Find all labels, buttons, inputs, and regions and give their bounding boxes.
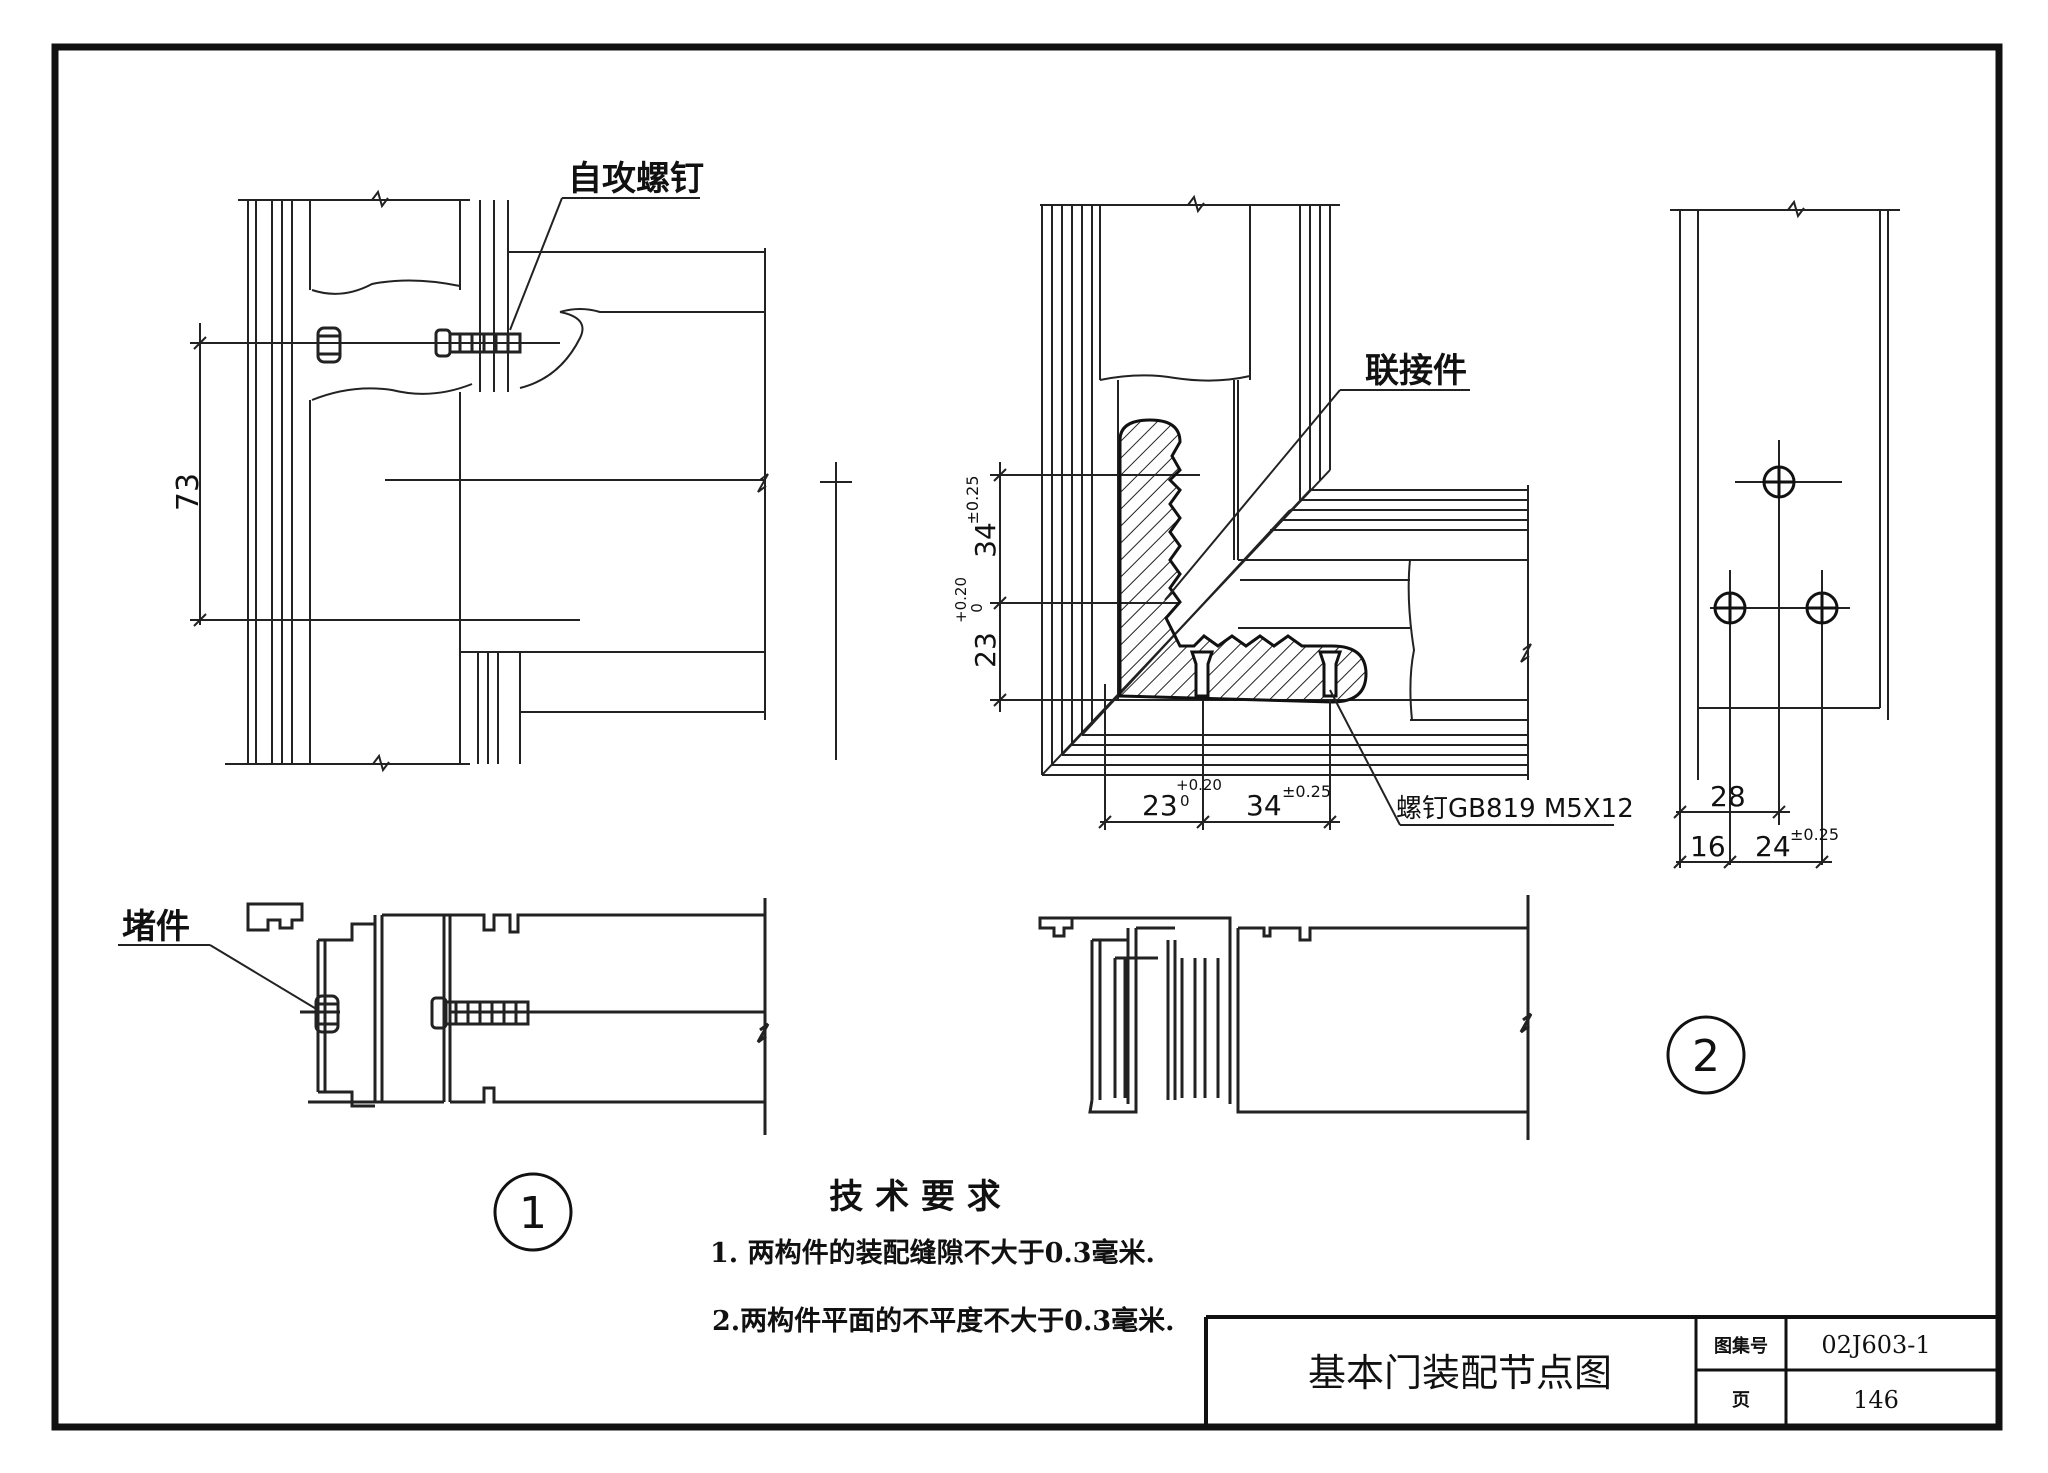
dim-lower-23-tol-zero: 0: [1180, 792, 1190, 810]
callout-connector: 联接件: [1365, 351, 1467, 391]
dim-24: 24: [1755, 830, 1791, 863]
bolt-hole-top: [1762, 465, 1796, 499]
detail-2-marker-circle: [1666, 1015, 1746, 1095]
title-block-atlas-label: 图集号: [1714, 1335, 1768, 1357]
dim-upper-23-tol-plus: +0.20: [952, 577, 970, 623]
dim-upper-23-tol-zero: 0: [968, 603, 986, 613]
callout-screw2-leader: [1329, 689, 1614, 826]
detail-1-screw: [434, 328, 522, 358]
title-block: [1204, 1315, 1999, 1427]
callout-screw-gb819: 螺钉GB819 M5X12: [1396, 794, 1634, 824]
detail-1-section-insert: [314, 994, 340, 1034]
callout-self-tapping-screw: 自攻螺钉: [568, 159, 704, 199]
dim-lower-23-tol-plus: +0.20: [1176, 776, 1222, 794]
dim-lower-34-tol: ±0.25: [1282, 782, 1331, 801]
dim-73: 73: [171, 473, 206, 511]
bolt-hole-right: [1805, 591, 1839, 625]
bolt-hole-left: [1713, 591, 1747, 625]
detail-1-insert: [316, 326, 342, 364]
dim-lower-23: 23: [1142, 789, 1178, 822]
connector-piece: [1118, 418, 1368, 704]
requirements-heading: 技 术 要 求: [829, 1177, 1001, 1217]
callout-insert: 堵件: [122, 907, 190, 947]
dim-lower-34: 34: [1246, 789, 1282, 822]
detail-1-section: [246, 898, 770, 1135]
detail-2-horizontal-dims: [1098, 684, 1340, 830]
dim-16: 16: [1690, 830, 1726, 863]
callout-screw-leader: [509, 197, 700, 331]
dim-73-line: [190, 323, 210, 627]
callout-insert-leader: [118, 944, 319, 1011]
detail-2-elevation: [1000, 194, 1532, 780]
detail-2-vertical-dims: [990, 462, 1010, 712]
callout-connector-leader: [1164, 389, 1470, 601]
detail-1-section-screw: [430, 996, 530, 1030]
requirements-item-1: 1. 两构件的装配缝隙不大于0.3毫米.: [710, 1237, 1155, 1269]
connector-screw-left: [1189, 650, 1215, 698]
sheet-border: [51, 43, 2003, 1431]
title-block-title: 基本门装配节点图: [1308, 1351, 1612, 1395]
dim-28: 28: [1710, 780, 1746, 813]
title-block-page-label: 页: [1732, 1390, 1750, 1411]
detail-1-marker-circle: [493, 1172, 573, 1252]
detail-2-side-view: [1670, 199, 1900, 868]
detail-1-elevation: [198, 189, 852, 773]
connector-screw-right: [1317, 650, 1343, 698]
detail-1-marker: 1: [519, 1188, 547, 1239]
detail-2-section: [1038, 895, 1533, 1140]
title-block-atlas-value: 02J603-1: [1821, 1331, 1930, 1359]
requirements-item-2: 2.两构件平面的不平度不大于0.3毫米.: [712, 1305, 1175, 1337]
dim-upper-23: 23: [969, 632, 1002, 668]
detail-2-side-dims: [1673, 805, 1832, 869]
title-block-page-value: 146: [1853, 1386, 1899, 1414]
detail-2-marker: 2: [1692, 1031, 1720, 1082]
dim-upper-34-tol: ±0.25: [963, 475, 982, 524]
dim-upper-34: 34: [969, 522, 1002, 558]
dim-24-tol: ±0.25: [1790, 825, 1839, 844]
